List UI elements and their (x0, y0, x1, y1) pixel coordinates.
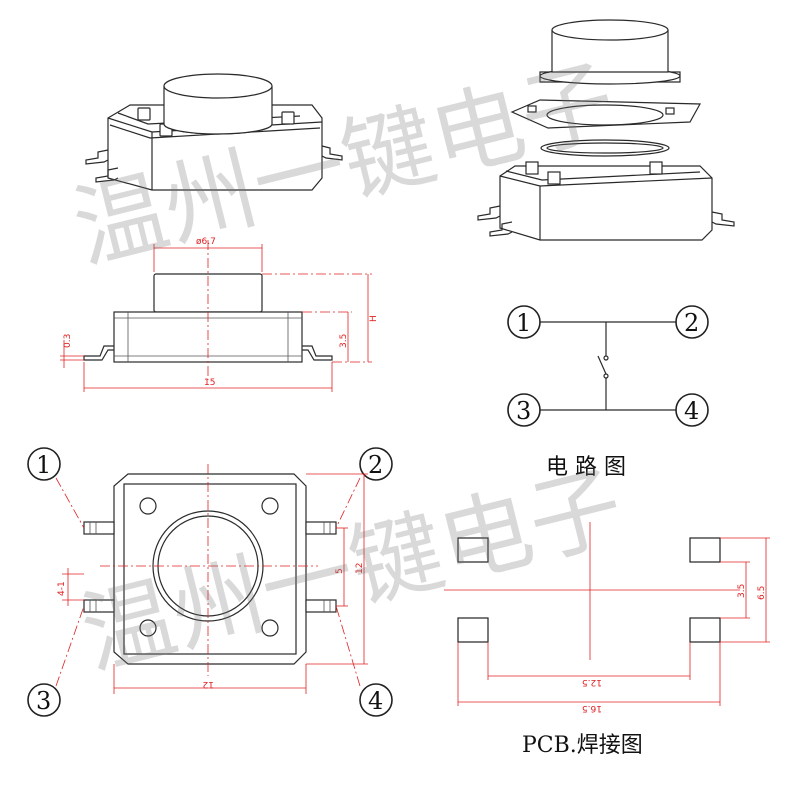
topview-pin-1: 1 (36, 451, 51, 479)
dim-lead-thickness: 0.3 (63, 334, 73, 348)
pcb-layout: 3.5 6.5 12.5 16.5 PCB.焊接图 (444, 522, 770, 758)
top-view: 1 2 3 4 4-1 5 12 12 (27, 447, 393, 717)
topview-pin-3: 3 (36, 687, 51, 715)
circuit-pin-2: 2 (684, 309, 699, 337)
dim-pcb-outer-h: 16.5 (582, 703, 602, 713)
pcb-pad-1 (457, 537, 489, 563)
dim-side-width: 15 (204, 378, 215, 388)
watermark-top: 温州一键电子 (63, 46, 625, 283)
dim-pcb-inner-v: 3.5 (737, 584, 747, 598)
dim-body-width-top: 12 (203, 679, 214, 689)
dim-pcb-outer-v: 6.5 (757, 586, 767, 600)
dim-body-height: 3.5 (339, 334, 349, 348)
dim-lead-pitch: 5 (335, 568, 345, 574)
dim-diameter: ø6.7 (196, 237, 216, 247)
dim-body-height-top: 12 (355, 563, 365, 574)
exploded-switch-iso (477, 19, 735, 241)
dim-pcb-inner-h: 12.5 (582, 677, 602, 687)
assembled-switch-iso (85, 73, 343, 191)
topview-pin-2: 2 (368, 451, 383, 479)
side-view: ø6.7 H 3.5 0.3 15 (60, 237, 379, 392)
circuit-pin-1: 1 (516, 309, 531, 337)
dim-height-h: H (369, 315, 379, 322)
circuit-caption: 电 路 图 (546, 455, 626, 480)
pcb-pad-2 (689, 537, 721, 563)
circuit-pin-3: 3 (516, 397, 531, 425)
dim-pin-gap: 4-1 (57, 581, 67, 596)
pcb-pad-3 (457, 617, 489, 643)
circuit-pin-4: 4 (684, 397, 699, 425)
pcb-pad-4 (689, 617, 721, 643)
pcb-caption: PCB.焊接图 (522, 733, 643, 758)
circuit-diagram: 1 2 3 4 电 路 图 (507, 305, 709, 480)
topview-pin-4: 4 (368, 687, 383, 715)
